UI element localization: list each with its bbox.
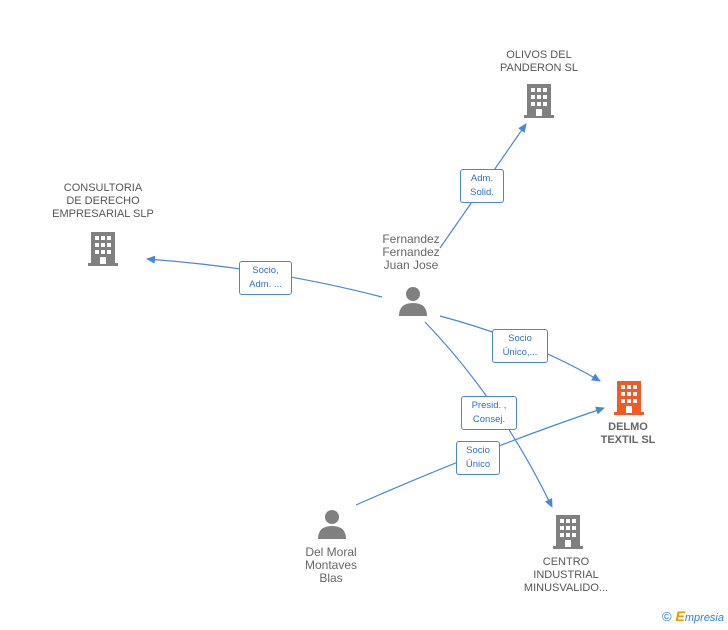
node-label-consultoria[interactable]: CONSULTORIA DE DERECHO EMPRESARIAL SLP (52, 182, 154, 220)
node-label-centro[interactable]: CENTRO INDUSTRIAL MINUSVALIDO... (523, 556, 609, 594)
building-icon-consultoria[interactable] (88, 232, 118, 266)
edge-label-adm-solid[interactable]: Adm. Solid. (460, 169, 504, 203)
node-label-olivos[interactable]: OLIVOS DEL PANDERON SL (499, 49, 579, 74)
brand-initial: E (675, 608, 685, 624)
person-icon-delmoral[interactable] (317, 509, 347, 539)
building-icon-delmo[interactable] (614, 381, 644, 415)
node-label-delmoral[interactable]: Del Moral Montaves Blas (304, 545, 358, 585)
building-icon-olivos[interactable] (524, 84, 554, 118)
edge-label-socio-unico-2[interactable]: Socio Único (456, 441, 500, 475)
copyright-icon: © (661, 608, 672, 624)
person-icon-fernandez[interactable] (398, 286, 428, 316)
node-label-fernandez[interactable]: Fernandez Fernandez Juan Jose (382, 232, 440, 272)
building-icon-centro[interactable] (553, 515, 583, 549)
node-label-delmo[interactable]: DELMO TEXTIL SL (600, 421, 656, 446)
edge-label-socio-adm[interactable]: Socio, Adm. ... (239, 261, 292, 295)
brand-logo[interactable]: Empresia (676, 608, 724, 624)
brand-name: mpresia (684, 612, 724, 624)
edge-label-presid[interactable]: Presid. , Consej. (461, 396, 517, 430)
edge-label-socio-unico-1[interactable]: Socio Único,... (492, 329, 548, 363)
footer-brand: © Empresia (662, 608, 724, 624)
